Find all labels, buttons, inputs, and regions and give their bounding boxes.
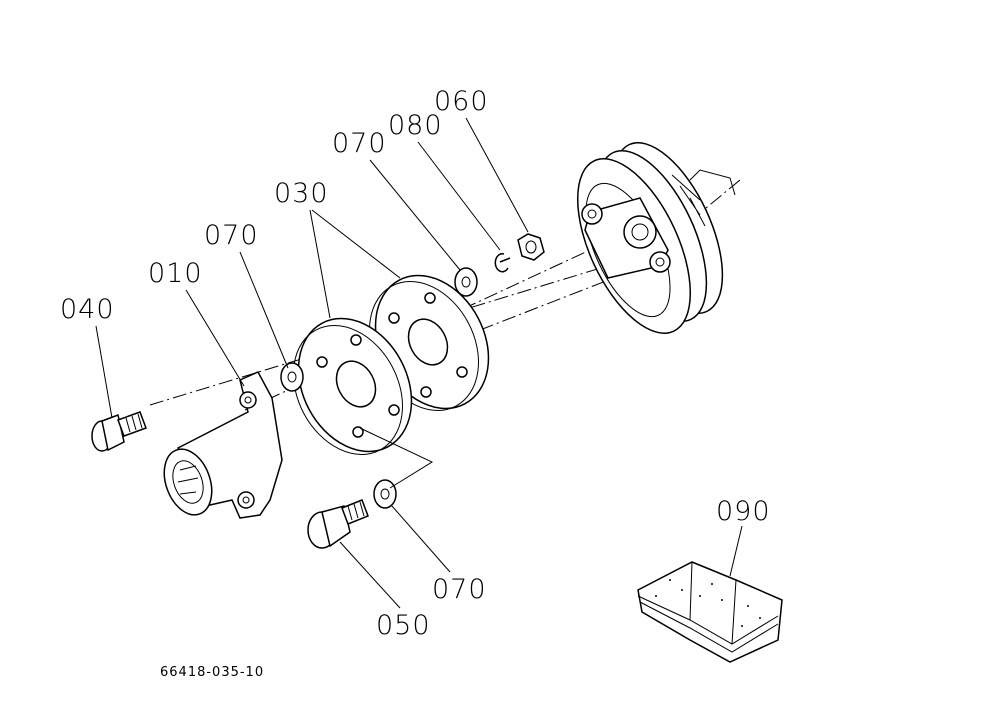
label-070-c: 070 [432,574,487,605]
label-040: 040 [60,294,115,325]
nut-060 [517,233,545,261]
pulley-hub [576,142,736,334]
leader-050 [339,541,401,609]
coupling-housing [163,371,283,519]
leader-060 [465,117,529,233]
washer-070-b [454,267,478,297]
manual-book-090 [637,561,783,663]
bolt-050 [307,499,369,549]
leader-090 [729,525,743,577]
figure-number: 66418-035-10 [160,665,264,680]
washer-070-c [373,479,397,509]
washer-070-a [280,362,304,392]
leader-070-a [239,251,289,369]
label-080: 080 [388,110,443,141]
spring-washer-080 [494,252,511,273]
bolt-axis-upper [244,249,591,411]
leader-080 [417,141,501,251]
flange-disc-front [293,317,413,455]
label-030: 030 [274,178,329,209]
leader-010 [185,289,245,387]
leader-070-c [391,505,451,573]
label-010: 010 [148,258,203,289]
bolt-axis-lower [479,259,661,331]
leader-070-b [369,159,461,271]
label-070-b: 070 [332,128,387,159]
bolt-040 [91,411,147,452]
label-050: 050 [376,610,431,641]
leader-030 [309,209,401,319]
label-070-a: 070 [204,220,259,251]
label-090: 090 [716,496,771,527]
leader-bracket [359,427,434,489]
label-060: 060 [434,86,489,117]
leader-040 [95,325,113,419]
